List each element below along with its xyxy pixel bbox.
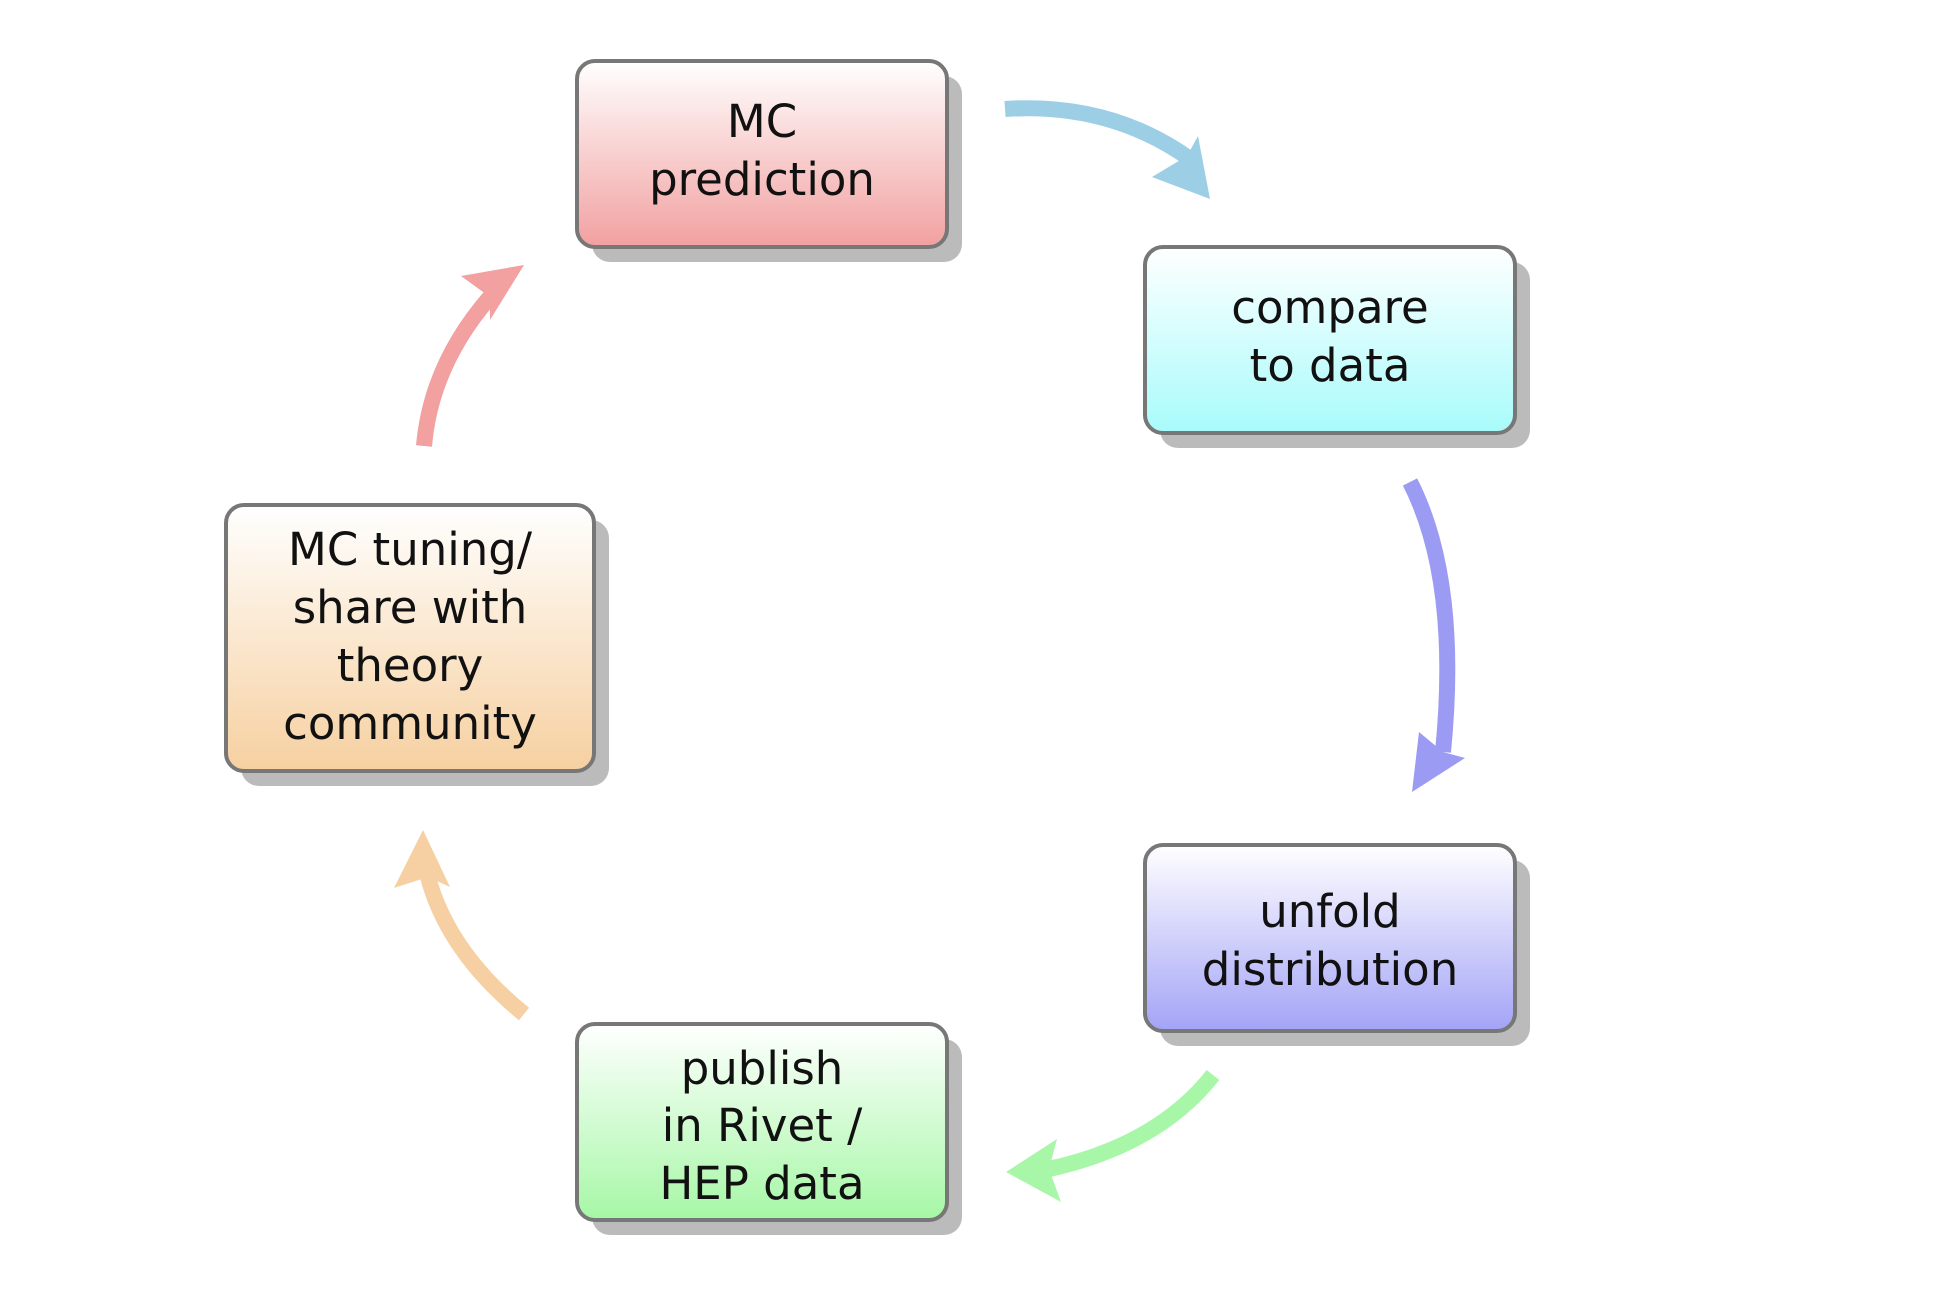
node-label-line: to data — [1250, 339, 1411, 392]
node-box — [575, 1022, 949, 1222]
node-label-line: distribution — [1202, 943, 1458, 996]
node-label-line: compare — [1231, 281, 1428, 334]
node-publish: publish in Rivet / HEP data — [575, 1022, 962, 1235]
node-box — [575, 59, 949, 249]
node-label-line: community — [283, 697, 537, 750]
node-label-line: publish — [681, 1042, 844, 1095]
node-box — [1143, 245, 1517, 435]
node-compare-to-data: compare to data — [1143, 245, 1530, 448]
node-label-line: theory — [337, 639, 484, 692]
node-label-line: in Rivet / — [662, 1099, 863, 1152]
arrow-tuning-to-mc-prediction — [416, 265, 524, 447]
node-box — [224, 503, 596, 773]
arrow-mc-prediction-to-compare — [1004, 100, 1210, 199]
node-label-line: share with — [293, 581, 528, 634]
arrow-unfold-to-publish — [1006, 1070, 1220, 1202]
node-label-line: HEP data — [659, 1157, 864, 1210]
arrow-compare-to-unfold — [1402, 478, 1465, 792]
node-label-line: prediction — [649, 153, 875, 206]
node-label-line: unfold — [1259, 885, 1400, 938]
node-mc-tuning: MC tuning/ share with theory community — [224, 503, 609, 786]
node-box — [1143, 843, 1517, 1033]
node-unfold-distribution: unfold distribution — [1143, 843, 1530, 1046]
node-label-line: MC tuning/ — [288, 523, 533, 576]
node-mc-prediction: MC prediction — [575, 59, 962, 262]
node-label-line: MC — [727, 95, 797, 148]
arrow-publish-to-tuning — [394, 830, 530, 1021]
